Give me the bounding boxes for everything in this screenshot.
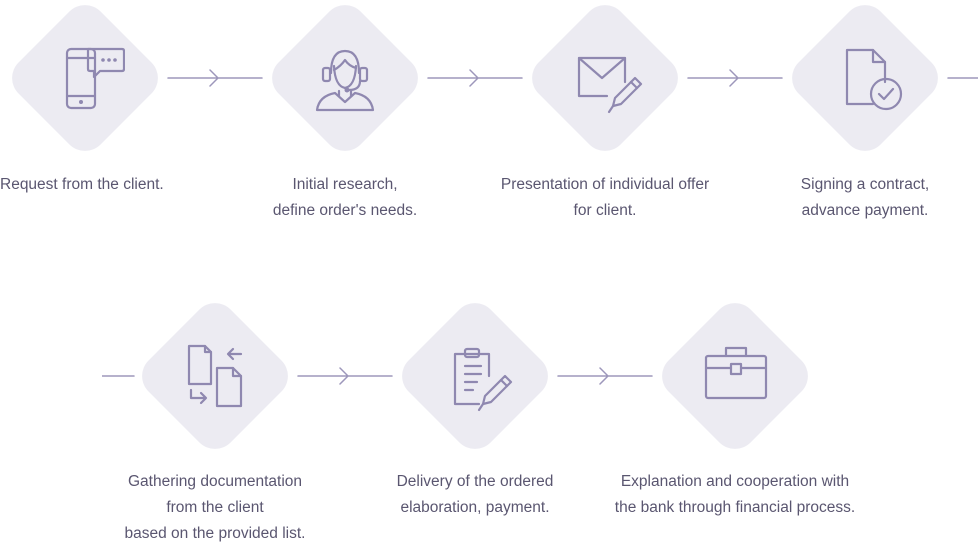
step-delivery-label: Delivery of the ordered elaboration, pay… (396, 473, 554, 516)
step-bank-label: Explanation and cooperation with the ban… (614, 473, 856, 516)
connector-arrow (427, 69, 523, 87)
phone-chat-icon (45, 38, 125, 118)
clipboard-pen-icon (435, 336, 515, 416)
step-offer-label: Presentation of individual offer for cli… (500, 176, 710, 219)
envelope-pen-icon (565, 38, 645, 118)
connector-arrow (297, 367, 393, 385)
step-documentation-label: Gathering documentation from the client … (124, 473, 306, 542)
document-check-icon (825, 38, 905, 118)
support-agent-icon (305, 38, 385, 118)
step-request-label: Request from the client. (0, 176, 164, 193)
connector-line (947, 77, 978, 79)
connector-arrow (167, 69, 263, 87)
briefcase-icon (695, 336, 775, 416)
connector-arrow (557, 367, 653, 385)
step-research-label: Initial research, define order's needs. (272, 176, 418, 219)
document-exchange-icon (175, 336, 255, 416)
step-contract-label: Signing a contract, advance payment. (800, 176, 930, 219)
connector-line (102, 375, 135, 377)
connector-arrow (687, 69, 783, 87)
